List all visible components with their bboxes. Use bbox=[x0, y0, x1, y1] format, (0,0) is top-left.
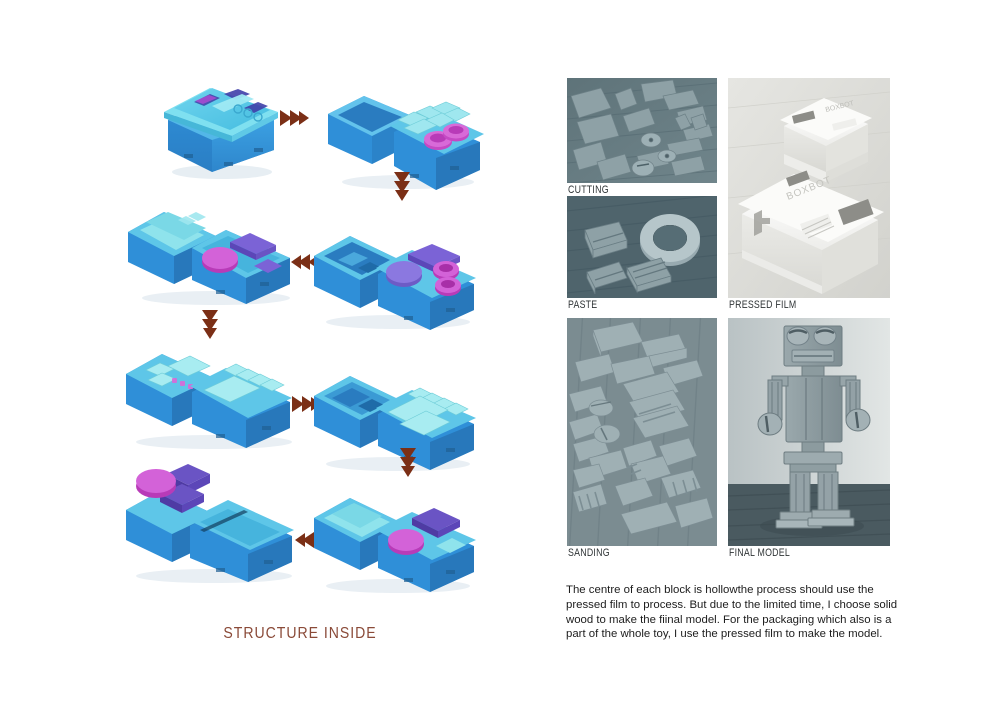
photo-caption-cutting: CUTTING bbox=[568, 184, 609, 196]
render-step-7-violet-and-magenta bbox=[116, 452, 308, 584]
render-step-6-cyan-blocks-right bbox=[308, 350, 486, 472]
arrow-col-down-2 bbox=[200, 308, 220, 342]
render-step-5-cyan-block-trays bbox=[116, 328, 308, 450]
arrow-col-down-1 bbox=[392, 170, 412, 204]
photo-pressed-film: BOXBOT BOXBOT bbox=[728, 78, 890, 298]
photo-cell-cutting: CUTTING bbox=[567, 78, 717, 196]
structure-inside-title: STRUCTURE INSIDE bbox=[223, 625, 377, 642]
photo-cell-pressed-film: BOXBOT BOXBOT bbox=[728, 78, 890, 311]
photo-sanding bbox=[567, 318, 717, 546]
render-step-2-open-box-and-tray bbox=[320, 70, 492, 190]
photo-final-model bbox=[728, 318, 890, 546]
photo-cell-final-model: FINAL MODEL bbox=[728, 318, 890, 559]
photo-paste bbox=[567, 196, 717, 298]
process-photo-panel: CUTTING bbox=[545, 0, 1000, 707]
photo-caption-final-model: FINAL MODEL bbox=[729, 547, 790, 559]
render-step-4-tray-pair-discs bbox=[308, 210, 486, 330]
arrow-row1-right bbox=[278, 108, 312, 128]
photo-caption-pressed-film: PRESSED FILM bbox=[729, 299, 797, 311]
process-description-text: The centre of each block is hollowthe pr… bbox=[566, 584, 898, 641]
render-step-1-closed-box bbox=[150, 68, 290, 180]
photo-cell-sanding: SANDING bbox=[567, 318, 717, 559]
render-step-8-final-pair bbox=[308, 470, 486, 594]
photo-caption-sanding: SANDING bbox=[568, 547, 610, 559]
photo-cell-paste: PASTE bbox=[567, 196, 717, 311]
arrow-col-down-3 bbox=[398, 446, 418, 480]
photo-cutting bbox=[567, 78, 717, 183]
render-step-3-stacked-trays bbox=[120, 188, 306, 306]
photo-caption-paste: PASTE bbox=[568, 299, 598, 311]
structure-flow-panel: STRUCTURE INSIDE bbox=[116, 68, 492, 642]
